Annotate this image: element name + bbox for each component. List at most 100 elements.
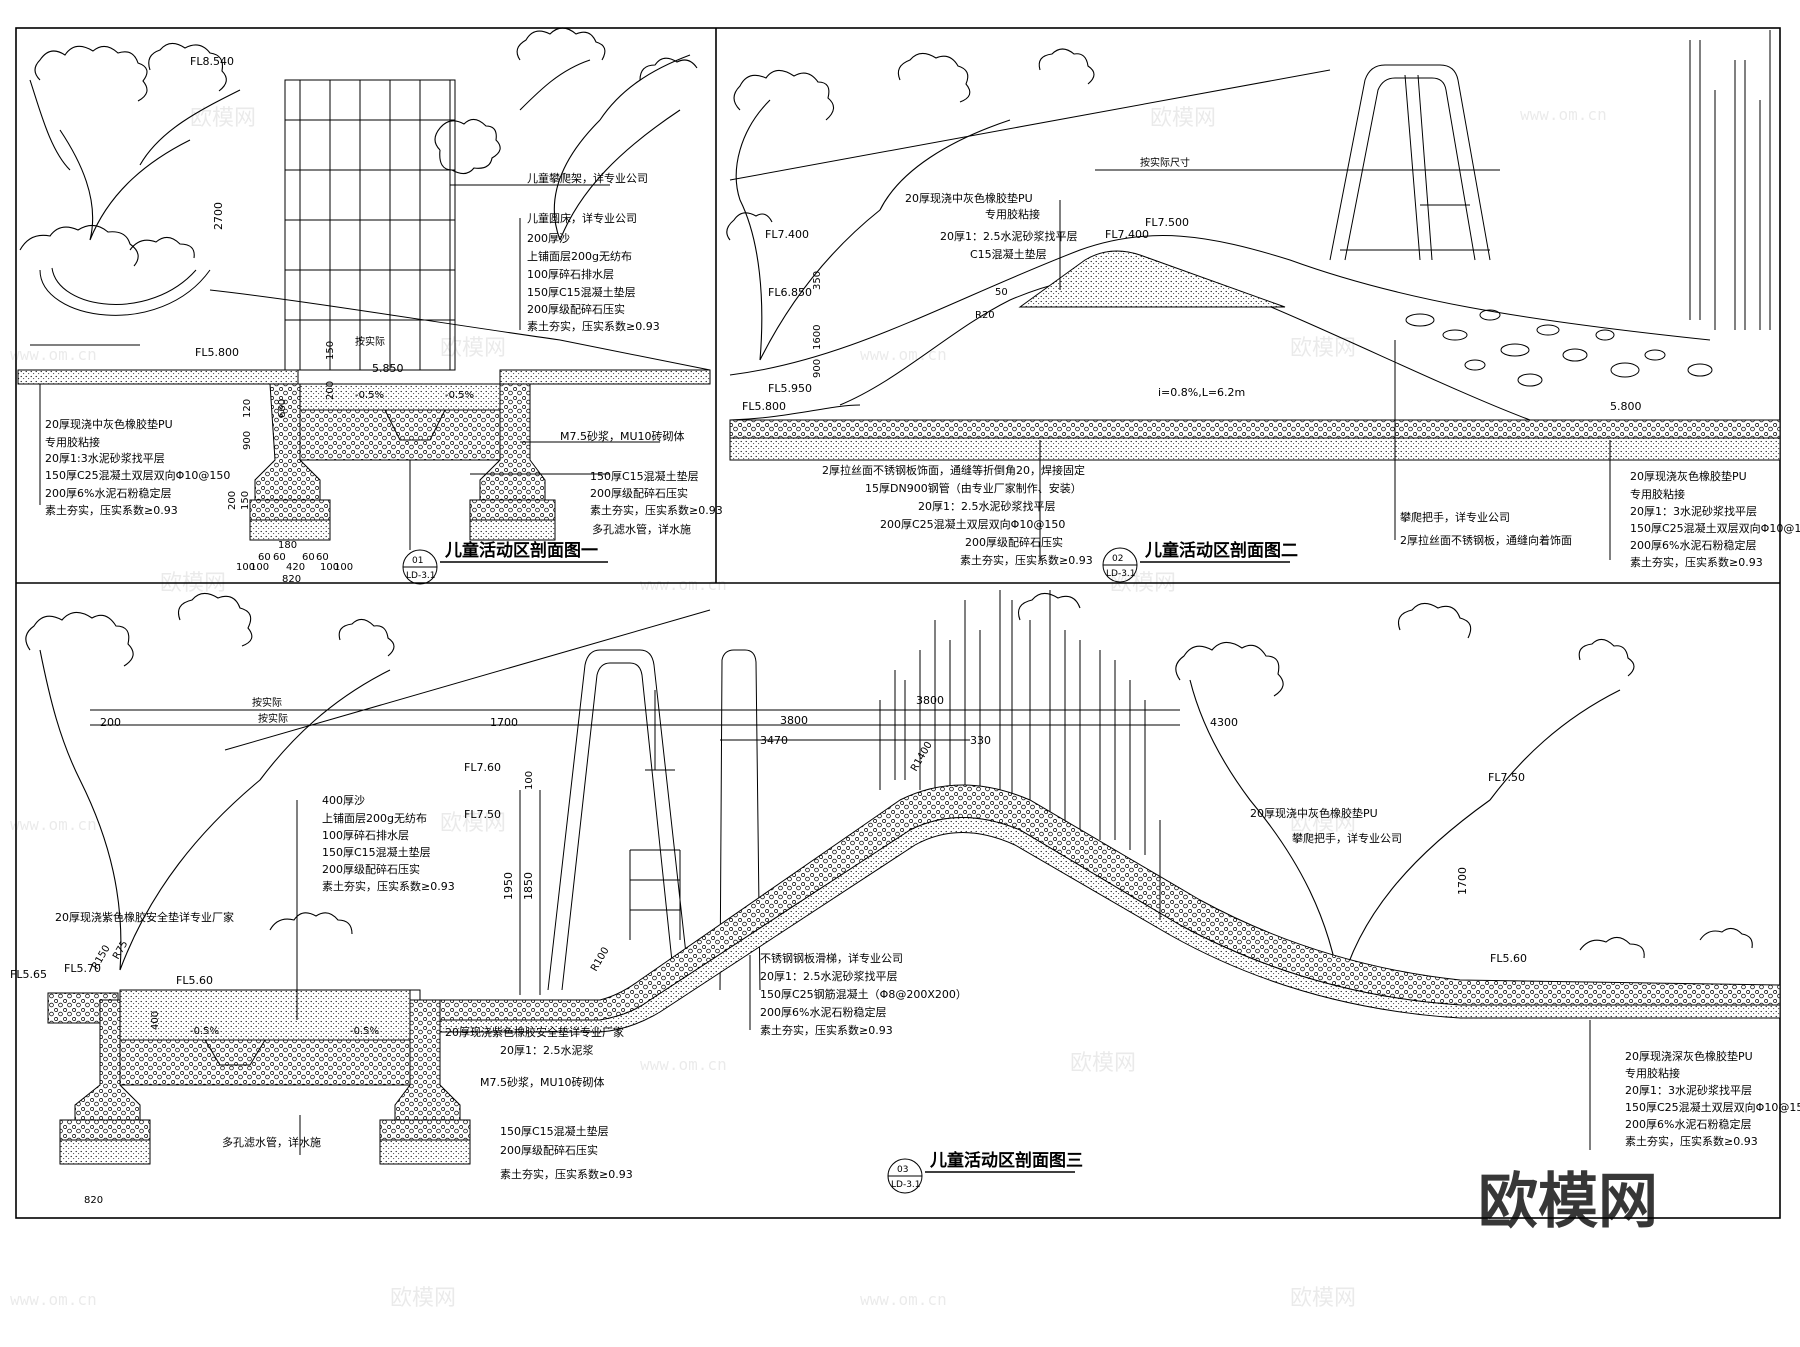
callout: 素土夯实，压实系数≥0.93 <box>760 1023 893 1037</box>
brand-logo: 欧模网 <box>1478 1167 1658 1237</box>
dim-label: 5.850 <box>372 362 404 375</box>
dim-label: -0.5% <box>190 1026 219 1037</box>
callout: 200厚级配碎石压实 <box>965 535 1063 549</box>
dim-label: 1700 <box>490 716 518 729</box>
callout: 150厚C15混凝土垫层 <box>590 469 699 483</box>
slide-tower <box>547 649 761 991</box>
callout: 20厚1：2.5水泥砂浆找平层 <box>940 229 1078 243</box>
callout: 20厚现浇紫色橡胶安全垫详专业厂家 <box>55 910 234 924</box>
callout: 素土夯实，压实系数≥0.93 <box>322 879 455 893</box>
callout: 素土夯实，压实系数≥0.93 <box>960 553 1093 567</box>
level-label: FL5.60 <box>176 974 213 987</box>
callout: 不锈钢钢板滑梯，详专业公司 <box>760 951 903 965</box>
callout: 20厚现浇紫色橡胶安全垫详专业厂家 <box>445 1025 624 1039</box>
level-label: FL8.540 <box>190 55 234 68</box>
callout: 20厚1：2.5水泥砂浆找平层 <box>918 499 1056 513</box>
dim-label: R150 <box>90 943 113 971</box>
level-label: FL5.800 <box>195 346 239 359</box>
dim-label: -0.5% <box>445 390 474 401</box>
dim-label: -0.5% <box>355 390 384 401</box>
dim-label: 按实际 <box>252 696 282 709</box>
callout: 儿童圆床，详专业公司 <box>527 211 637 225</box>
svg-text:02: 02 <box>1112 554 1123 564</box>
callout: 150厚C25混凝土双层双向Φ10@150 <box>1630 521 1800 535</box>
callout: 上铺面层200g无纺布 <box>527 249 632 263</box>
callout: 上铺面层200g无纺布 <box>322 811 427 825</box>
dim-label: 200 <box>227 491 238 510</box>
dim-label: 60 <box>316 552 329 563</box>
svg-text:www.om.cn: www.om.cn <box>640 575 727 594</box>
dim-label: 100 <box>320 562 339 573</box>
tree-sketch <box>726 48 1095 361</box>
callout: 专用胶粘接 <box>1625 1066 1680 1080</box>
level-label: FL7.400 <box>1105 228 1149 241</box>
dim-label: 按实际 <box>258 712 288 725</box>
svg-text:www.om.cn: www.om.cn <box>10 1290 97 1309</box>
dim-label: 60 <box>258 552 271 563</box>
callout: 100厚碎石排水层 <box>322 828 409 842</box>
dim-label: 900 <box>812 359 823 378</box>
callout: 攀爬把手，详专业公司 <box>1292 831 1402 845</box>
callout: 200厚C25混凝土双层双向Φ10@150 <box>880 517 1065 531</box>
callout: 20厚1：2.5水泥砂浆找平层 <box>760 969 898 983</box>
section-1: FL8.540 FL5.800 2700 5.850 -0.5% -0.5% 1… <box>17 27 723 585</box>
climbing-frame <box>284 79 456 371</box>
section-3: FL7.60 FL7.50 FL7.50 FL5.65 FL5.70 FL5.6… <box>10 590 1800 1206</box>
svg-text:www.om.cn: www.om.cn <box>860 1290 947 1309</box>
dim-label: 100 <box>334 562 353 573</box>
dim-label: 4300 <box>1210 716 1238 729</box>
dim-label: i=0.8%,L=6.2m <box>1158 386 1245 399</box>
dim-label: 820 <box>282 574 301 585</box>
callout: 20厚1:3水泥砂浆找平层 <box>45 451 165 465</box>
callout: 150厚C15混凝土垫层 <box>527 285 636 299</box>
dim-label: 1700 <box>1456 867 1469 895</box>
callout: 20厚1：3水泥砂浆找平层 <box>1625 1083 1752 1097</box>
callout: 素土夯实，压实系数≥0.93 <box>590 503 723 517</box>
callout: 攀爬把手，详专业公司 <box>1400 510 1510 524</box>
callout: 100厚碎石排水层 <box>527 267 614 281</box>
svg-text:欧模网: 欧模网 <box>160 571 226 596</box>
watermarks: 欧模网 欧模网 欧模网 欧模网 欧模网 欧模网 欧模网 欧模网 欧模网 欧模网 … <box>10 105 1607 1311</box>
level-label: FL7.400 <box>765 228 809 241</box>
callout: 200厚6%水泥石粉稳定层 <box>760 1005 886 1019</box>
section-title: 儿童活动区剖面图二 <box>1144 540 1298 561</box>
section-title: 儿童活动区剖面图三 <box>929 1150 1083 1171</box>
callout: 素土夯实，压实系数≥0.93 <box>45 503 178 517</box>
dim-label: 350 <box>812 271 823 290</box>
dim-label: 60 <box>273 552 286 563</box>
dim-label: R1400 <box>909 740 935 774</box>
svg-text:www.om.cn: www.om.cn <box>860 345 947 364</box>
dim-label: 200 <box>100 716 121 729</box>
callout: 200厚6%水泥石粉稳定层 <box>1630 538 1756 552</box>
level-label: 5.800 <box>1610 400 1642 413</box>
callout: 儿童攀爬架，详专业公司 <box>527 171 648 185</box>
dim-label: 2700 <box>212 202 225 230</box>
callout: 200厚级配碎石压实 <box>322 862 420 876</box>
svg-text:LD-3.1: LD-3.1 <box>1106 569 1136 579</box>
dim-label: 按实际尺寸 <box>1140 156 1190 169</box>
svg-text:www.om.cn: www.om.cn <box>1520 105 1607 124</box>
dim-label: 420 <box>286 562 305 573</box>
svg-text:LD-3.1: LD-3.1 <box>891 1180 921 1190</box>
dim-label: R20 <box>975 310 995 321</box>
callout: 150厚C25混凝土双层双向Φ10@150 <box>45 468 230 482</box>
dim-label: 150 <box>240 491 251 510</box>
dim-label: 150 <box>325 341 336 360</box>
callout: 素土夯实，压实系数≥0.93 <box>1630 555 1763 569</box>
callout: 150厚C15混凝土垫层 <box>322 845 431 859</box>
svg-text:欧模网: 欧模网 <box>1150 106 1216 131</box>
callout: 多孔滤水管，详水施 <box>592 522 691 536</box>
dim-label: 660 <box>277 399 288 418</box>
svg-text:www.om.cn: www.om.cn <box>10 815 97 834</box>
callout: 2厚拉丝面不锈钢板，通缝向着饰面 <box>1400 533 1572 547</box>
callout: 专用胶粘接 <box>45 435 100 449</box>
dim-label: 180 <box>278 540 297 551</box>
svg-text:欧模网: 欧模网 <box>440 336 506 361</box>
callout: 200厚6%水泥石粉稳定层 <box>45 486 171 500</box>
callout: C15混凝土垫层 <box>970 247 1047 261</box>
svg-text:03: 03 <box>897 1165 908 1175</box>
callout: 200厚级配碎石压实 <box>527 302 625 316</box>
callout: 20厚1：3水泥砂浆找平层 <box>1630 504 1757 518</box>
dim-label: 3800 <box>916 694 944 707</box>
